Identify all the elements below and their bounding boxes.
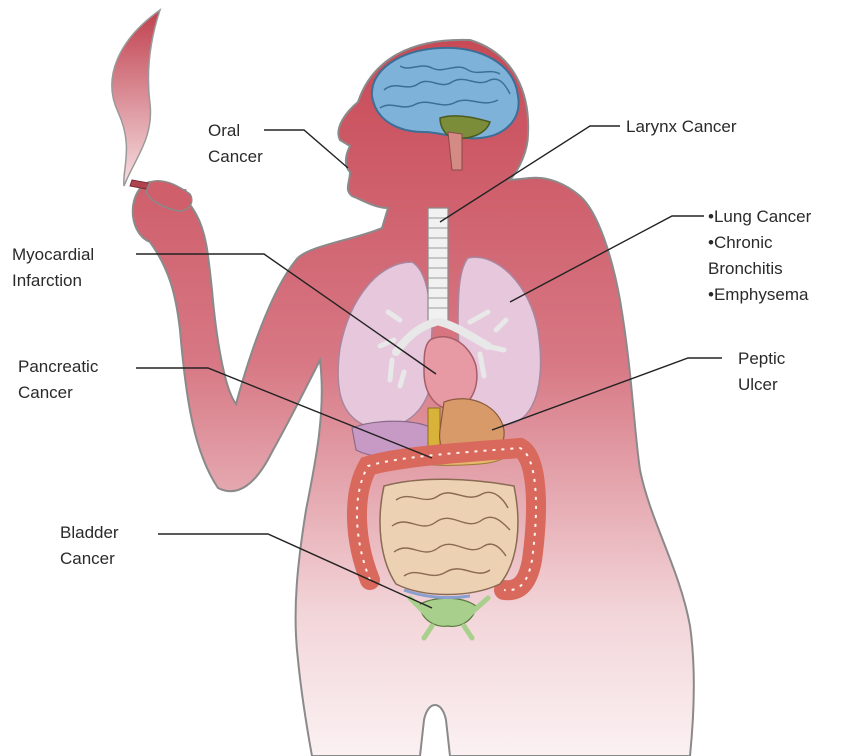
label-line: Oral bbox=[208, 118, 263, 144]
smoke-wisp bbox=[112, 10, 160, 186]
label-larynx-cancer: Larynx Cancer bbox=[626, 114, 737, 140]
label-line: Larynx Cancer bbox=[626, 114, 737, 140]
label-line: Peptic bbox=[738, 346, 785, 372]
label-line: Cancer bbox=[208, 144, 263, 170]
label-line: Bronchitis bbox=[708, 256, 811, 282]
label-line: Ulcer bbox=[738, 372, 785, 398]
label-oral-cancer: Oral Cancer bbox=[208, 118, 263, 170]
label-line: •Emphysema bbox=[708, 282, 811, 308]
label-line: •Lung Cancer bbox=[708, 204, 811, 230]
label-line: Myocardial bbox=[12, 242, 94, 268]
label-peptic-ulcer: Peptic Ulcer bbox=[738, 346, 785, 398]
label-pancreatic-cancer: Pancreatic Cancer bbox=[18, 354, 98, 406]
leader-oral bbox=[264, 130, 348, 168]
label-bladder-cancer: Bladder Cancer bbox=[60, 520, 119, 572]
label-lung-conditions: •Lung Cancer •Chronic Bronchitis •Emphys… bbox=[708, 204, 811, 308]
label-line: Pancreatic bbox=[18, 354, 98, 380]
label-myocardial-infarction: Myocardial Infarction bbox=[12, 242, 94, 294]
label-line: Bladder bbox=[60, 520, 119, 546]
small-intestine bbox=[380, 479, 518, 594]
label-line: •Chronic bbox=[708, 230, 811, 256]
label-line: Infarction bbox=[12, 268, 94, 294]
label-line: Cancer bbox=[18, 380, 98, 406]
label-line: Cancer bbox=[60, 546, 119, 572]
